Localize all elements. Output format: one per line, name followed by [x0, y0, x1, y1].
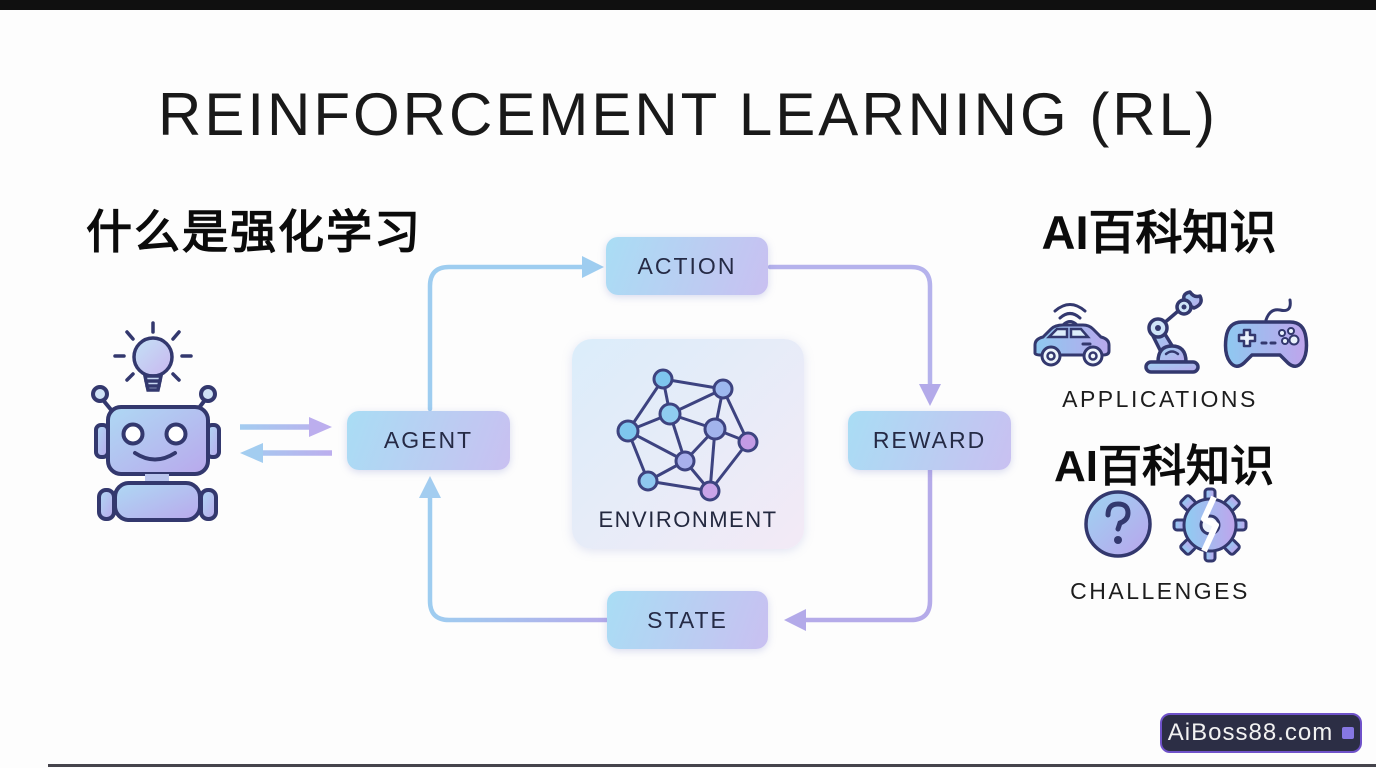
autonomous-car-icon	[1033, 303, 1111, 367]
action-box: ACTION	[606, 237, 768, 295]
challenges-caption: CHALLENGES	[1070, 578, 1250, 604]
challenges-heading-chinese: AI百科知识	[1054, 442, 1274, 491]
robot-mascot-icon	[91, 321, 221, 522]
reward-label: REWARD	[872, 427, 987, 453]
broken-gear-icon	[1172, 487, 1248, 563]
watermark-text: AiBoss88.com	[1167, 719, 1334, 746]
action-label: ACTION	[637, 252, 737, 279]
environment-label: ENVIRONMENT	[598, 507, 778, 532]
robot-arm-icon	[1144, 290, 1203, 374]
network-graph-icon	[616, 368, 759, 502]
bottom-dark-line	[48, 764, 1376, 767]
watermark-badge: AiBoss88.com	[1160, 713, 1362, 753]
robot-face	[121, 422, 188, 462]
question-mark-icon	[1084, 490, 1152, 558]
subtitle-chinese: 什么是强化学习	[86, 206, 422, 258]
agent-box: AGENT	[347, 411, 510, 470]
page-title: REINFORCEMENT LEARNING (RL)	[158, 81, 1218, 148]
applications-caption: APPLICATIONS	[1062, 386, 1258, 412]
arrow-robot-to-agent	[240, 417, 332, 437]
state-label: STATE	[647, 606, 728, 633]
reward-box: REWARD	[848, 411, 1011, 470]
arrow-agent-to-robot	[240, 443, 332, 463]
top-black-strip	[0, 0, 1376, 10]
watermark-square-icon	[1342, 727, 1355, 739]
arrow-reward-to-state	[784, 467, 933, 631]
agent-label: AGENT	[383, 427, 474, 453]
state-box: STATE	[607, 591, 768, 649]
lightbulb-icon	[113, 321, 193, 392]
environment-panel: ENVIRONMENT	[572, 339, 804, 549]
game-controller-icon	[1223, 298, 1309, 368]
applications-heading-chinese: AI百科知识	[1041, 206, 1277, 259]
